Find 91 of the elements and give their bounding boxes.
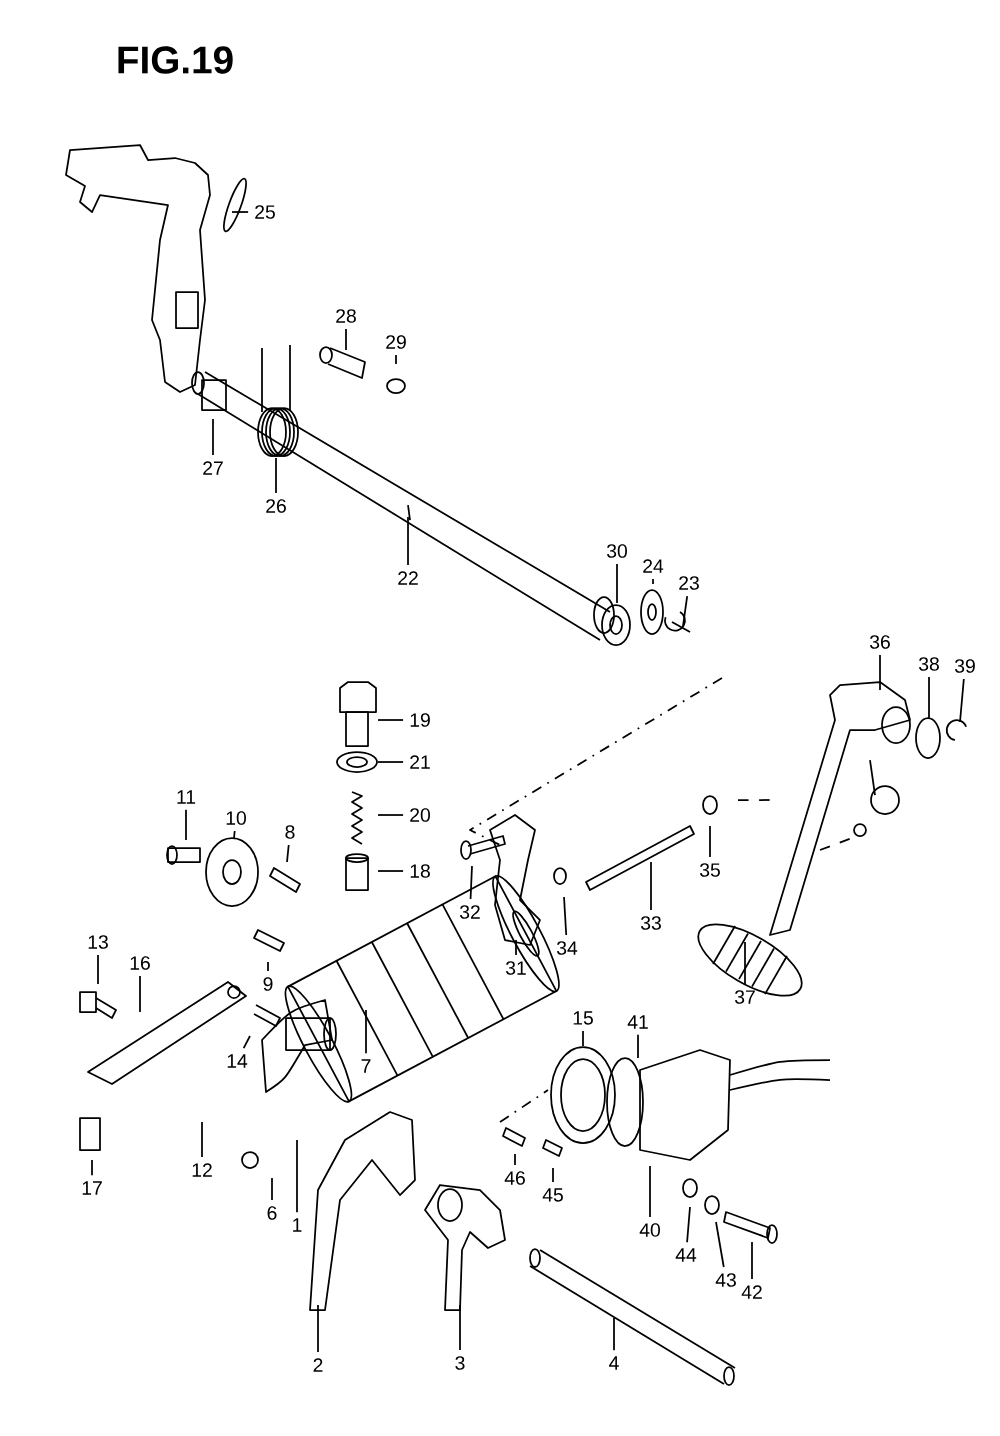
leader-line	[97, 954, 99, 985]
callout-number: 20	[410, 808, 430, 822]
callout-number: 36	[869, 635, 890, 649]
callout-number: 37	[734, 990, 755, 1004]
callout-number: 27	[203, 461, 223, 475]
leader-line	[637, 1033, 639, 1059]
callout-number: 23	[679, 576, 699, 590]
leader-line	[744, 941, 746, 985]
leader-line	[212, 418, 214, 456]
leader-line	[715, 1221, 725, 1268]
leader-line	[91, 1159, 93, 1177]
callout-number: 43	[715, 1273, 736, 1287]
leader-line	[928, 676, 930, 719]
leader-line	[652, 578, 654, 585]
callout-number: 42	[741, 1285, 762, 1299]
leader-line	[296, 1139, 298, 1214]
callout-number: 32	[459, 905, 480, 919]
leader-line	[345, 328, 347, 351]
callout-number: 33	[640, 916, 661, 930]
callout-number: 14	[227, 1054, 248, 1068]
leader-line	[242, 1035, 251, 1050]
callout-number: 7	[361, 1059, 371, 1073]
leader-line	[709, 825, 711, 858]
callout-number: 13	[88, 935, 108, 949]
callout-number: 10	[226, 811, 246, 825]
callout-number: 21	[410, 755, 430, 769]
leader-line	[377, 719, 404, 721]
callout-number: 26	[266, 499, 286, 513]
leader-line	[613, 1317, 615, 1352]
leader-line	[649, 1165, 651, 1218]
callout-number: 44	[675, 1248, 697, 1262]
callout-number: 6	[267, 1206, 277, 1220]
leader-line	[682, 595, 689, 627]
leader-line	[185, 808, 187, 841]
callout-number: 34	[556, 941, 578, 955]
callout-number: 2	[313, 1358, 323, 1372]
callout-number: 25	[255, 205, 275, 219]
leader-line	[879, 654, 881, 691]
callout-number: 28	[336, 309, 356, 323]
callout-number: 8	[285, 825, 295, 839]
leader-line	[231, 211, 249, 213]
leader-line	[377, 761, 404, 763]
leader-line	[365, 1009, 367, 1055]
leader-line	[317, 1304, 319, 1353]
leader-line	[563, 896, 568, 936]
leader-line	[201, 1121, 203, 1158]
callout-number: 38	[918, 657, 939, 671]
leader-line	[552, 1167, 554, 1183]
leader-line	[271, 1177, 273, 1201]
callout-number: 29	[386, 335, 406, 349]
callout-number: 30	[606, 544, 627, 558]
callout-number: 45	[542, 1188, 563, 1202]
callout-number: 35	[699, 863, 720, 877]
leader-line	[616, 563, 618, 604]
leader-line	[459, 1304, 461, 1351]
callout-number: 1	[293, 1218, 302, 1232]
callout-number: 4	[609, 1356, 619, 1370]
leader-line	[377, 814, 404, 816]
callout-number: 31	[505, 961, 526, 975]
leader-line	[407, 516, 409, 566]
callout-number: 24	[643, 559, 664, 573]
callout-number: 18	[410, 864, 430, 878]
leader-line	[650, 861, 652, 911]
leader-line	[751, 1241, 753, 1280]
callout-number: 17	[82, 1181, 102, 1195]
callout-number: 19	[410, 713, 430, 727]
leader-line	[286, 844, 290, 863]
leader-line	[139, 975, 141, 1013]
leader-line	[275, 457, 277, 494]
callout-number: 46	[504, 1171, 525, 1185]
callout-number: 41	[627, 1015, 648, 1029]
leader-line	[395, 354, 397, 365]
callout-number: 16	[130, 956, 150, 970]
leader-line	[469, 865, 473, 900]
leader-line	[233, 830, 236, 839]
leader-line	[959, 678, 965, 723]
callout-number: 39	[954, 659, 975, 673]
leader-line	[515, 939, 517, 956]
callout-number: 15	[573, 1011, 593, 1025]
callout-number: 9	[263, 977, 273, 991]
callout-number: 12	[192, 1163, 212, 1177]
figure-title: FIG.19	[118, 46, 233, 74]
leader-line	[582, 1030, 584, 1047]
callout-number: 40	[639, 1223, 660, 1237]
leader-line	[377, 870, 404, 872]
callout-number: 3	[455, 1356, 465, 1370]
callout-number: 22	[398, 571, 418, 585]
leader-line	[514, 1153, 516, 1166]
leader-line	[267, 961, 269, 972]
callout-number: 11	[177, 790, 196, 804]
leader-line	[686, 1206, 691, 1244]
